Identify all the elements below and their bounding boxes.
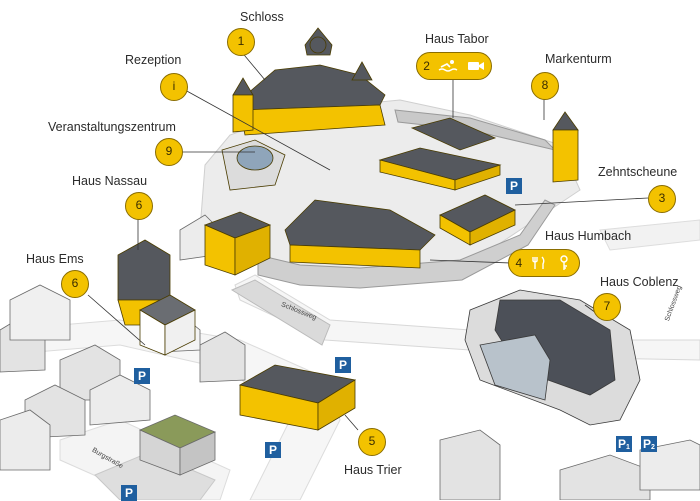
ramp xyxy=(230,279,331,346)
parking-sign-p1-number: 1 xyxy=(626,444,630,451)
label-haus-nassau: Haus Nassau xyxy=(72,174,148,188)
parking-sign-p2[interactable]: P2 xyxy=(641,436,657,452)
marker-haus-ems[interactable]: 6 xyxy=(61,270,89,298)
town-house xyxy=(0,409,51,471)
haus-nassau-roof xyxy=(117,239,171,301)
town-buildings xyxy=(0,214,700,500)
parking-sign-p2-number: 2 xyxy=(651,444,655,451)
town-house xyxy=(9,284,71,341)
zehntscheune-wall xyxy=(469,209,516,246)
markenturm-wall xyxy=(552,129,579,183)
key-icon xyxy=(560,255,569,270)
marker-schloss[interactable]: 1 xyxy=(227,28,255,56)
marker-markenturm[interactable]: 8 xyxy=(531,72,559,100)
green-roof-building-wall xyxy=(179,431,216,476)
marker-haus-humbach-number: 4 xyxy=(515,256,523,270)
label-schloss: Schloss xyxy=(240,10,284,24)
parking-sign-p2-letter: P xyxy=(643,437,652,451)
parking-sign[interactable]: P xyxy=(121,485,137,501)
haus-ems-wall xyxy=(164,309,196,356)
marker-veranstaltungszentrum[interactable]: 9 xyxy=(155,138,183,166)
label-haus-ems: Haus Ems xyxy=(26,252,84,266)
parking-sign[interactable]: P xyxy=(335,357,351,373)
marker-rezeption[interactable]: i xyxy=(160,73,188,101)
town-house xyxy=(639,439,700,491)
label-markenturm: Markenturm xyxy=(545,52,612,66)
label-rezeption: Rezeption xyxy=(125,53,182,67)
label-haus-coblenz: Haus Coblenz xyxy=(600,275,679,289)
marker-haus-humbach[interactable]: 4 xyxy=(508,249,580,277)
marker-haus-nassau[interactable]: 6 xyxy=(125,192,153,220)
label-zehntscheune: Zehntscheune xyxy=(598,165,678,179)
parking-sign[interactable]: P xyxy=(265,442,281,458)
label-veranstaltungszentrum: Veranstaltungszentrum xyxy=(48,120,176,134)
town-house xyxy=(439,429,501,500)
marker-haus-tabor-number: 2 xyxy=(423,59,430,73)
path-east xyxy=(599,219,700,251)
haus-tabor-roof xyxy=(410,117,497,151)
restaurant-icon xyxy=(532,256,545,269)
schloss-side-tower-roof xyxy=(351,61,373,81)
haus-coblenz xyxy=(464,289,641,426)
town-house xyxy=(89,374,151,426)
marker-zehntscheune[interactable]: 3 xyxy=(648,185,676,213)
haus-trier-wall xyxy=(317,379,356,431)
video-camera-icon xyxy=(467,62,484,70)
label-haus-humbach: Haus Humbach xyxy=(545,229,632,243)
schloss-side-tower xyxy=(232,94,254,133)
parking-sign[interactable]: P xyxy=(506,178,522,194)
veranstaltungszentrum-dome xyxy=(236,145,274,171)
label-haus-tabor: Haus Tabor xyxy=(425,32,489,46)
markenturm-roof xyxy=(552,111,579,131)
haus-tabor-wall xyxy=(454,164,501,191)
schloss-side-tower-roof xyxy=(232,77,254,96)
haus-humbach-wall xyxy=(289,244,421,269)
marker-haus-tabor[interactable]: 2 xyxy=(416,52,492,80)
parking-sign-p1[interactable]: P1 xyxy=(616,436,632,452)
haus-nassau-gate-wall xyxy=(234,224,271,276)
town-house xyxy=(199,331,246,383)
swimming-icon xyxy=(438,60,458,72)
schloss-dome xyxy=(309,36,327,54)
garden-wall xyxy=(257,199,556,289)
parking-sign-p1-letter: P xyxy=(618,437,627,451)
marker-haus-trier[interactable]: 5 xyxy=(358,428,386,456)
castle-buildings xyxy=(117,27,579,431)
parking-sign[interactable]: P xyxy=(134,368,150,384)
haus-coblenz-wing xyxy=(479,334,551,401)
town-house xyxy=(559,454,651,500)
marker-haus-coblenz[interactable]: 7 xyxy=(593,293,621,321)
label-haus-trier: Haus Trier xyxy=(344,463,402,477)
